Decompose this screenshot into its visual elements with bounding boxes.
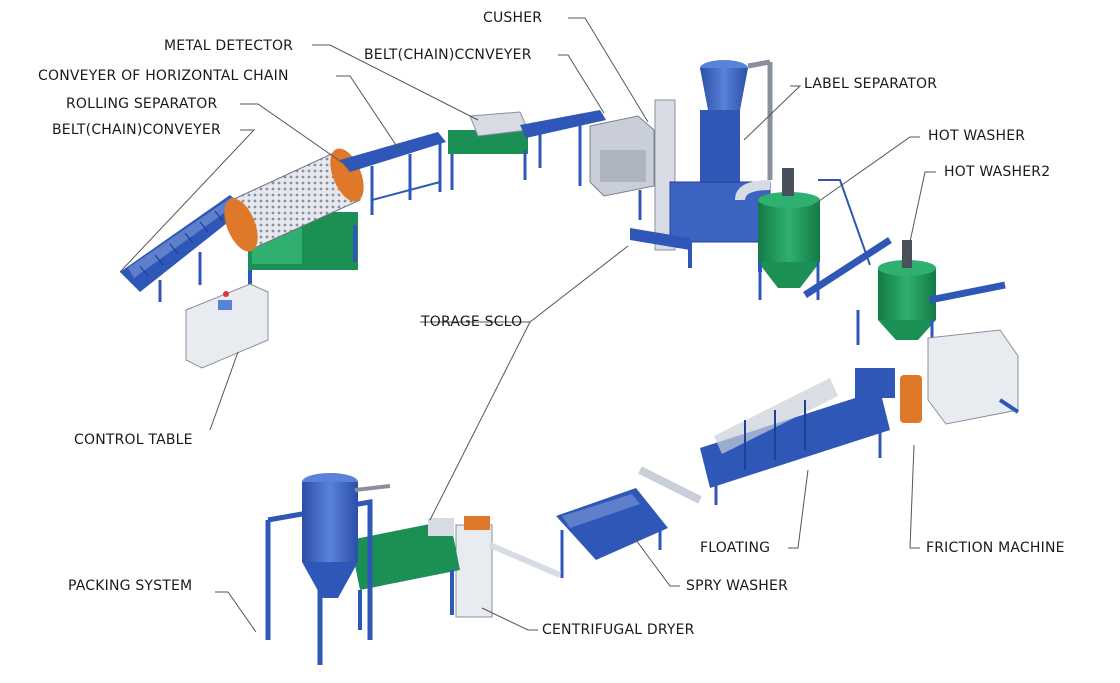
label-separator-unit [630, 59, 773, 272]
leader-floating [788, 469, 809, 549]
label-torage-sclo: TORAGE SCLO [421, 314, 523, 330]
leader-torage-sclo [420, 245, 629, 323]
crusher-unit [589, 115, 655, 220]
label-belt-chain-conveyer: BELT(CHAIN)CONVEYER [52, 122, 221, 138]
label-packing-system: PACKING SYSTEM [68, 578, 193, 594]
rolling-separator-drum [224, 148, 364, 290]
leader-metal-detector [312, 44, 479, 121]
leader-hot-washer [811, 136, 920, 207]
label-metal-detector: METAL DETECTOR [164, 38, 294, 54]
label-belt-chain-ccnveyer: BELT(CHAIN)CCNVEYER [364, 47, 532, 63]
spry-washer-unit [556, 466, 702, 578]
label-conveyer-horizontal-chain: CONVEYER OF HORIZONTAL CHAIN [38, 68, 289, 84]
leader-packing-system [215, 591, 257, 633]
belt-chain-conveyer-inclined [120, 195, 246, 302]
leader-cusher [568, 17, 649, 123]
leader-control-table [209, 351, 239, 431]
label-centrifugal-dryer: CENTRIFUGAL DRYER [542, 622, 695, 638]
packing-system-silo [265, 473, 391, 665]
leader-spry-washer [635, 539, 680, 587]
label-rolling-separator: ROLLING SEPARATOR [66, 96, 218, 112]
leader-conveyer-horizontal-chain [336, 75, 399, 149]
leader-rolling-separator [240, 103, 351, 169]
label-label-separator: LABEL SEPARATOR [804, 76, 938, 92]
leader-lines [119, 17, 936, 633]
friction-machine-unit [855, 329, 1020, 425]
floating-tank [700, 378, 890, 505]
metal-detector-unit [448, 111, 529, 190]
label-friction-machine: FRICTION MACHINE [926, 540, 1065, 556]
label-hot-washer: HOT WASHER [928, 128, 1026, 144]
control-table-cabinet [185, 283, 269, 369]
leader-belt-chain-ccnveyer [558, 54, 605, 114]
storage-silo-tank [350, 518, 460, 630]
leader-hot-washer2 [904, 171, 936, 266]
horizontal-chain-conveyer [340, 132, 446, 215]
leader-centrifugal-dryer [481, 607, 538, 631]
label-hot-washer2: HOT WASHER2 [944, 164, 1051, 180]
label-control-table: CONTROL TABLE [74, 432, 193, 448]
label-floating: FLOATING [700, 540, 771, 556]
leader-label-separator [743, 85, 802, 141]
centrifugal-dryer-unit [455, 516, 562, 618]
belt-chain-ccnveyer-upper [520, 110, 606, 186]
leader-belt-chain-conveyer [119, 129, 256, 273]
leader-friction-machine [909, 444, 920, 549]
hot-washer-tank [735, 168, 892, 300]
leader-torage-sclo-2 [429, 321, 531, 521]
label-spry-washer: SPRY WASHER [686, 578, 789, 594]
label-cusher: CUSHER [483, 10, 543, 26]
